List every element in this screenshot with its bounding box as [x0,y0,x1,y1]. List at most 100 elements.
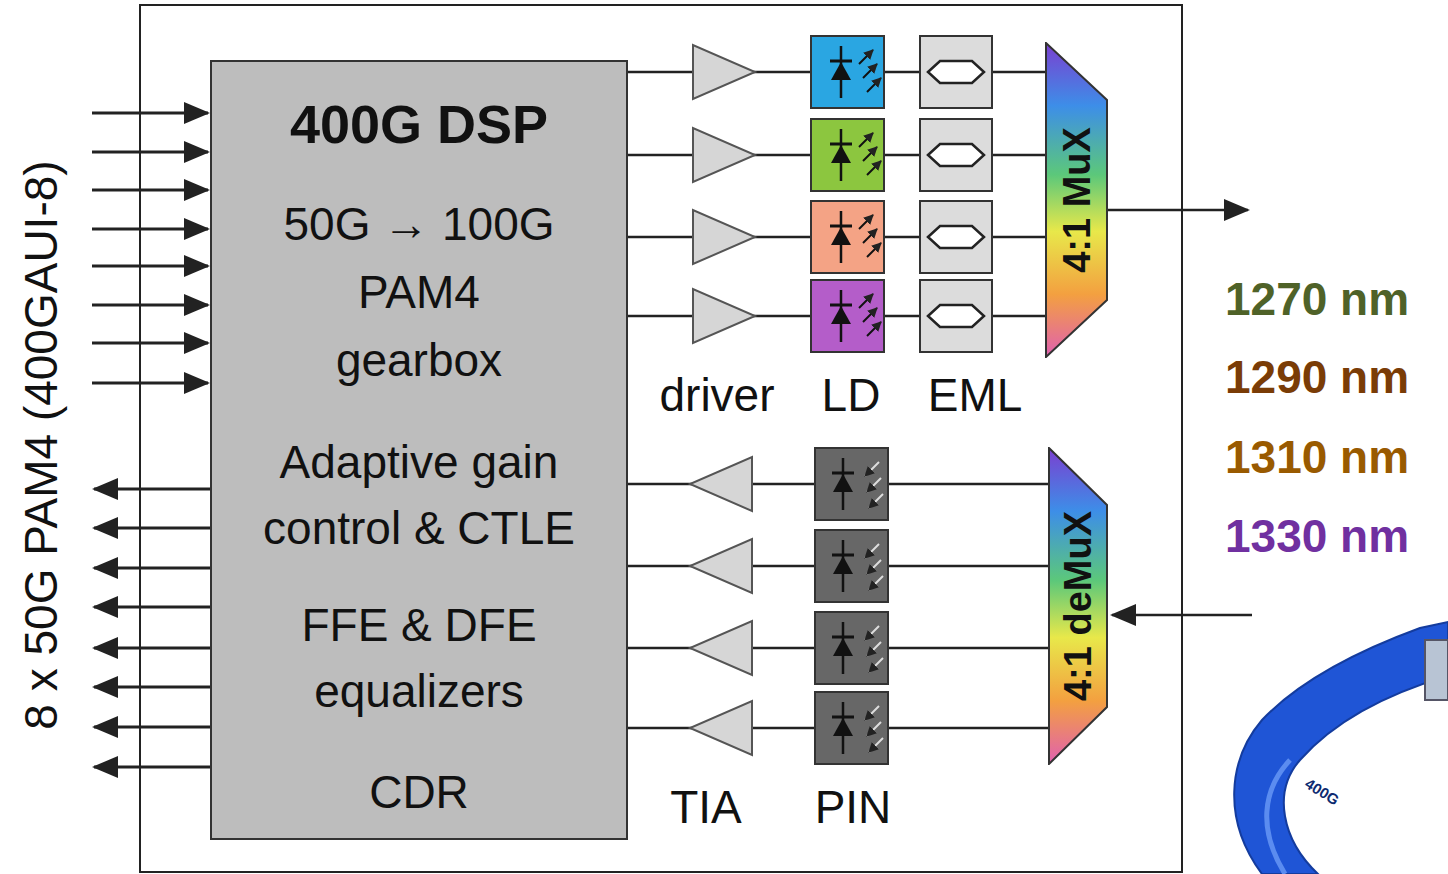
tia-symbol [690,621,752,675]
wavelength-label: 1270 nm [1225,272,1409,327]
absorption-arrow [869,494,883,508]
cable-loop [1234,622,1448,874]
laser-diode-box [811,36,884,108]
photodiode-symbol [832,540,883,592]
demux-trapezoid: 4:1 deMuX [1048,447,1108,765]
trapezoid-shape [1046,43,1107,357]
host-input-lane [92,228,208,231]
host-input-lane [92,151,208,154]
absorption-arrow [865,626,879,640]
laser-diode-box [811,280,884,352]
emission-arrow [859,294,873,308]
diode-bar [832,472,854,475]
driver-symbol [693,289,755,343]
diode-triangle [833,638,853,656]
tia-symbol [690,701,752,755]
emission-arrow [867,322,881,336]
absorption-arrow [867,478,881,492]
host-interface-label: 8 x 50G PAM4 (400GAUI-8) [14,160,69,729]
tx-fibre-arrow [1108,209,1248,212]
emission-arrow [867,78,881,92]
laser-diode-symbol [830,129,881,181]
rx-fibre-arrow [1112,614,1252,617]
driver-symbol [693,128,755,182]
emission-arrow [863,147,877,161]
absorption-arrow [869,658,883,672]
diode-triangle [833,556,853,574]
dsp-box: 400G DSP50G → 100G PAM4 gearboxAdaptive … [210,60,628,840]
emission-arrow [859,50,873,64]
modulator-symbol [928,226,984,248]
absorption-arrow [869,576,883,590]
diode-triangle [833,718,853,736]
photodiode-box [815,530,888,602]
function-text: CDR [269,759,569,825]
cable-connector [1425,640,1448,700]
absorption-arrow [865,462,879,476]
host-output-lane [94,766,210,769]
component-label: LD [822,368,881,423]
driver-symbol [693,45,755,99]
laser-diode-box [811,119,884,191]
modulator-symbol [928,305,984,327]
host-input-lane [92,265,208,268]
laser-diode-symbol [830,46,881,98]
diode-bar [832,716,854,719]
eml-box [920,119,992,191]
component-label: EML [928,368,1023,423]
driver-symbol [693,210,755,264]
diode-triangle [831,306,851,324]
emission-arrow [859,215,873,229]
function-text: FFE & DFE equalizers [222,592,617,724]
photodiode-symbol [832,622,883,674]
absorption-arrow [865,544,879,558]
modulator-symbol [928,61,984,83]
diode-bar [830,143,852,146]
function-text: 50G → 100G PAM4 gearbox [269,190,569,394]
eml-box [920,201,992,273]
absorption-arrow [867,722,881,736]
host-input-lane [92,382,208,385]
absorption-arrow [869,738,883,752]
diode-bar [832,554,854,557]
diode-triangle [833,474,853,492]
host-output-lane [94,686,210,689]
cable-illustration [1234,622,1448,874]
diode-bar [830,225,852,228]
cable-highlight [1267,760,1290,874]
mux-label: 4:1 deMuX [1056,511,1100,701]
emission-arrow [863,308,877,322]
tia-symbol [690,539,752,593]
eml-box [920,280,992,352]
emission-arrow [859,133,873,147]
trapezoid-shape [1049,448,1107,764]
host-input-lane [92,342,208,345]
host-input-lane [92,189,208,192]
absorption-arrow [865,706,879,720]
host-input-lane [92,304,208,307]
host-output-lane [94,488,210,491]
function-text: Adaptive gain control & CTLE [222,429,617,561]
host-output-lane [94,567,210,570]
component-label: driver [659,368,774,423]
emission-arrow [863,229,877,243]
wavelength-label: 1330 nm [1225,509,1409,564]
host-output-lane [94,527,210,530]
diode-bar [830,304,852,307]
photodiode-box [815,692,888,764]
absorption-arrow [867,642,881,656]
host-output-lane [94,606,210,609]
emission-arrow [863,64,877,78]
cable-marking: 400G [1302,775,1343,810]
diode-triangle [831,227,851,245]
mux-trapezoid: 4:1 MuX [1045,42,1108,358]
laser-diode-symbol [830,290,881,342]
modulator-symbol [928,144,984,166]
host-output-lane [94,647,210,650]
tia-symbol [690,457,752,511]
mux-label: 4:1 MuX [1055,127,1099,273]
photodiode-box [815,448,888,520]
module-frame [140,5,1182,872]
wavelength-label: 1310 nm [1225,430,1409,485]
host-output-lane [94,726,210,729]
